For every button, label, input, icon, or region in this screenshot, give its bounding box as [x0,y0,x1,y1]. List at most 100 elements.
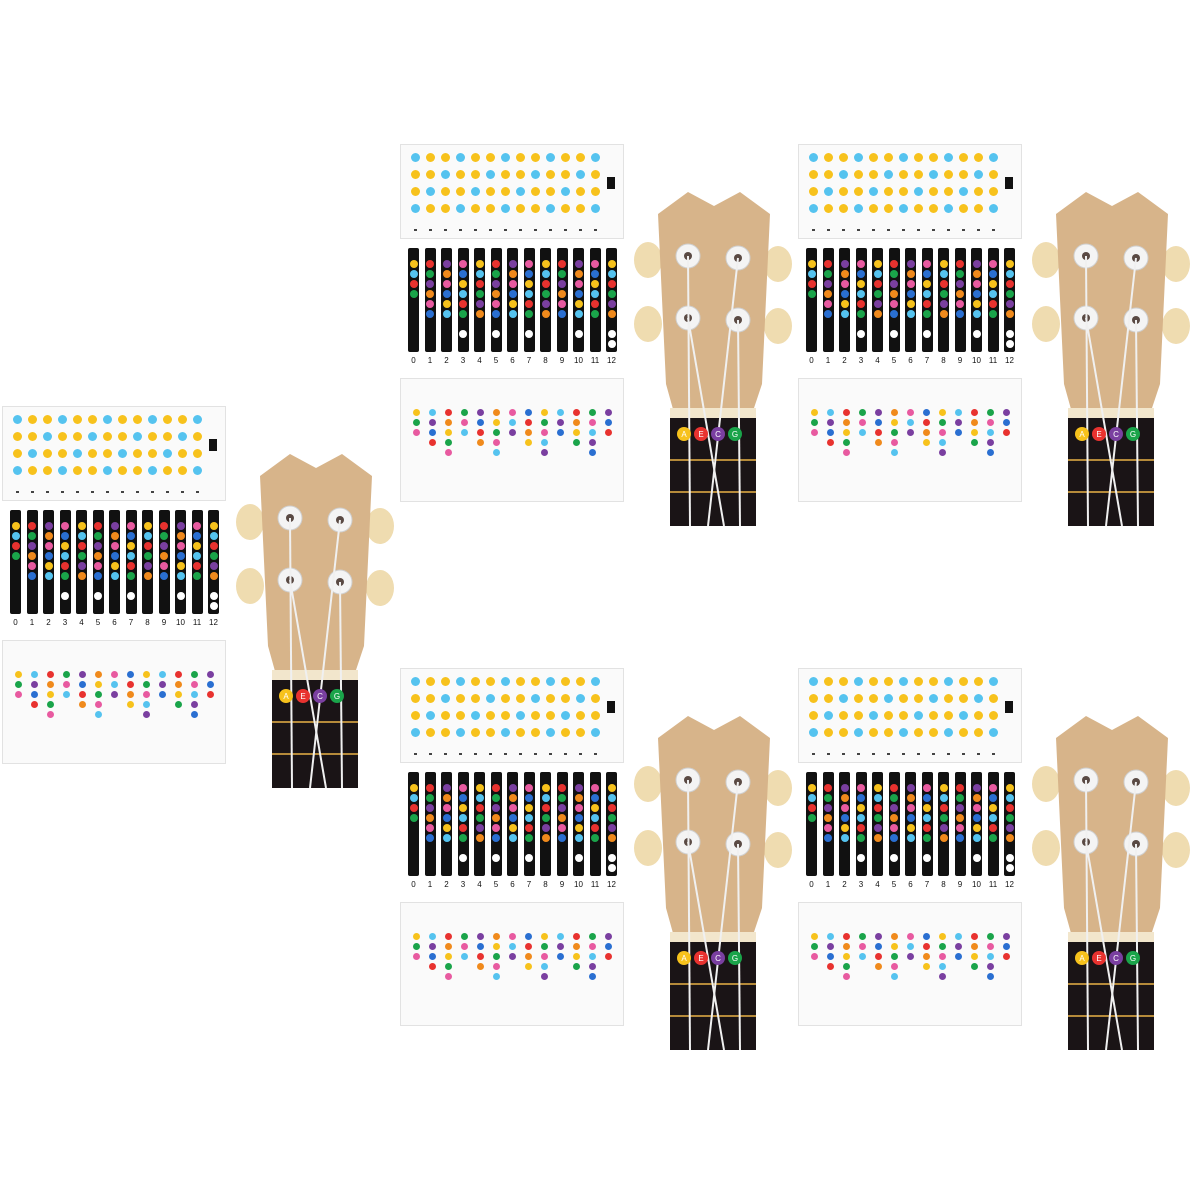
strip-dot [574,280,583,288]
strip-dot [492,834,500,842]
note-sticker [541,409,548,416]
marker-dot [923,330,931,338]
sheet-tick [489,753,492,755]
strip-dot [492,784,500,792]
strip-dot [475,270,484,278]
strip-dot [209,522,218,530]
marker-dot [1005,330,1014,338]
note-sticker [1003,943,1010,950]
strip-dot [923,290,931,298]
strip-dot [525,270,533,278]
strip-dot [160,572,168,580]
fret-number: 3 [858,880,864,889]
strip-dot [923,310,931,318]
sticker-sheet-notes [400,378,624,502]
marker-dot [574,330,583,338]
strip-dot [110,552,119,560]
strip-dot [209,562,218,570]
marker-dot [923,854,931,862]
string [339,581,343,788]
note-sticker [63,681,70,688]
sticker-dot [501,153,510,162]
strip-dot [1005,794,1014,802]
strip-dot [807,280,816,288]
strip-dot [574,290,583,298]
fret-strip [921,248,933,352]
tuning-peg [764,832,792,868]
sticker-dot [929,711,938,720]
strip-dot [558,814,566,822]
sticker-dot [591,694,600,703]
sticker-dot [576,204,585,213]
sticker-dot [73,449,82,458]
note-sticker [875,933,882,940]
sticker-dot [809,694,818,703]
sticker-dot [899,728,908,737]
sheet-tick [459,229,462,231]
note-sticker [987,973,994,980]
string [1085,841,1123,1050]
note-sticker [573,933,580,940]
note-sticker [413,953,420,960]
strip-dot [508,784,517,792]
strip-dot [28,542,36,550]
fret-number: 11 [192,618,202,627]
strip-dot [77,552,86,560]
sticker-dot [884,153,893,162]
sticker-dot [959,187,968,196]
note-sticker [143,681,150,688]
fret-number: 2 [842,356,847,365]
note-sticker [589,933,596,940]
marker-dot [857,854,865,862]
note-sticker [573,409,580,416]
sticker-dot [869,153,878,162]
sticker-dot [411,728,420,737]
strip-dot [442,804,451,812]
strip-dot [541,260,550,268]
tuning-peg [1162,308,1190,344]
fret-number: 11 [988,880,998,889]
sticker-dot [561,170,570,179]
sticker-dot [944,187,953,196]
strip-dot [475,280,484,288]
string [309,519,341,788]
strip-dot [989,814,997,822]
sticker-dot [441,153,450,162]
fret-strip [507,772,518,876]
note-sticker [891,933,898,940]
strip-dot [94,552,102,560]
fret-number: 10 [176,618,185,627]
note-sticker [971,933,978,940]
strip-dot [591,824,599,832]
strip-dot [972,310,981,318]
note-sticker [445,943,452,950]
strip-dot [972,804,981,812]
sticker-dot [929,153,938,162]
note-sticker [605,943,612,950]
sticker-dot [576,711,585,720]
headstock-wood [658,716,770,944]
strip-dot [28,552,36,560]
sticker-dot [591,204,600,213]
strip-dot [193,532,201,540]
strip-dot [906,814,915,822]
nut-note-label: C [1113,954,1119,963]
sticker-dot [869,170,878,179]
strip-dot [475,290,484,298]
sticker-dot [486,187,495,196]
fret-strip [457,772,469,876]
strip-dot [1005,824,1014,832]
strip-dot [77,542,86,550]
note-sticker [891,449,898,456]
strip-dot [508,794,517,802]
strip-dot [558,260,566,268]
note-sticker [47,711,54,718]
note-sticker [891,963,898,970]
note-sticker [589,439,596,446]
sticker-dot [471,204,480,213]
strip-dot [459,280,467,288]
sticker-dot [531,187,540,196]
note-sticker [143,701,150,708]
note-sticker [477,943,484,950]
